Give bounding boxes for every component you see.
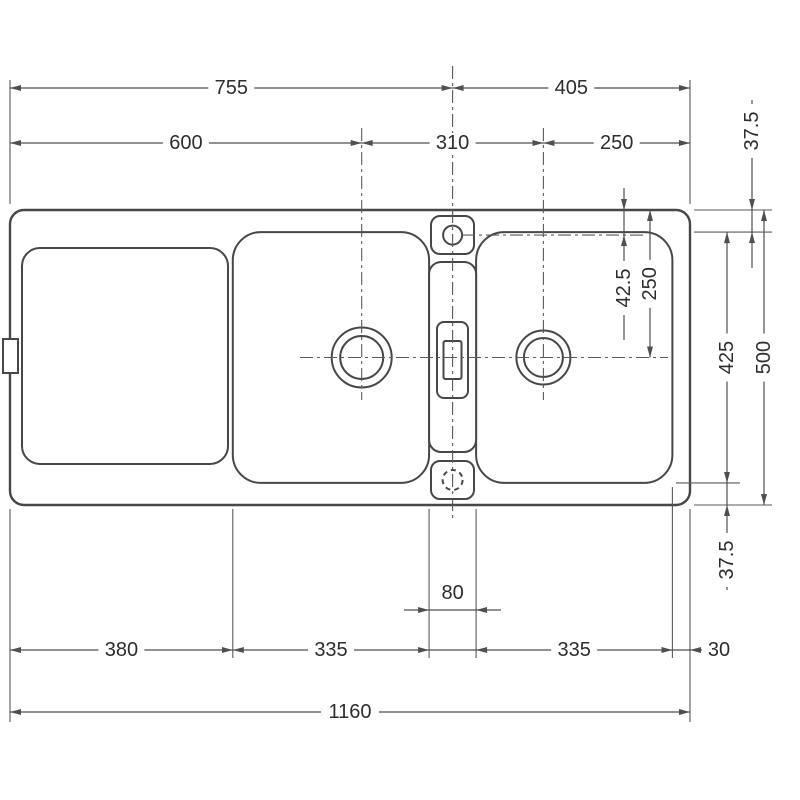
dim-label-335-left: 335 [314, 639, 347, 661]
drainer-area [21, 247, 229, 465]
dim-label-1160: 1160 [328, 701, 371, 723]
dim-label-405: 405 [555, 77, 588, 99]
dim-label-380: 380 [105, 639, 138, 661]
overflow-slot [2, 338, 19, 374]
dim-label-425: 425 [716, 341, 738, 374]
dim-label-335-right: 335 [558, 639, 591, 661]
dim-label-37-5-bottom: 37.5 [716, 541, 738, 580]
dim-label-755: 755 [215, 77, 248, 99]
tap-hole-bottom-optional [441, 469, 464, 491]
dim-label-600: 600 [169, 132, 202, 154]
dim-label-42-5: 42.5 [613, 269, 635, 308]
overflow-window-outer [436, 321, 469, 399]
dim-label-500: 500 [753, 341, 775, 374]
dim-label-250-right: 250 [639, 267, 661, 300]
dim-label-37-5-top: 37.5 [741, 112, 763, 151]
dimension-labels: 755 405 600 310 250 37.5 250 42.5 425 50… [98, 77, 775, 723]
dim-label-310: 310 [436, 132, 469, 154]
dim-label-30: 30 [708, 639, 730, 661]
sink-plan [2, 208, 692, 507]
dim-label-80: 80 [441, 582, 463, 604]
dim-label-250-top: 250 [600, 132, 633, 154]
